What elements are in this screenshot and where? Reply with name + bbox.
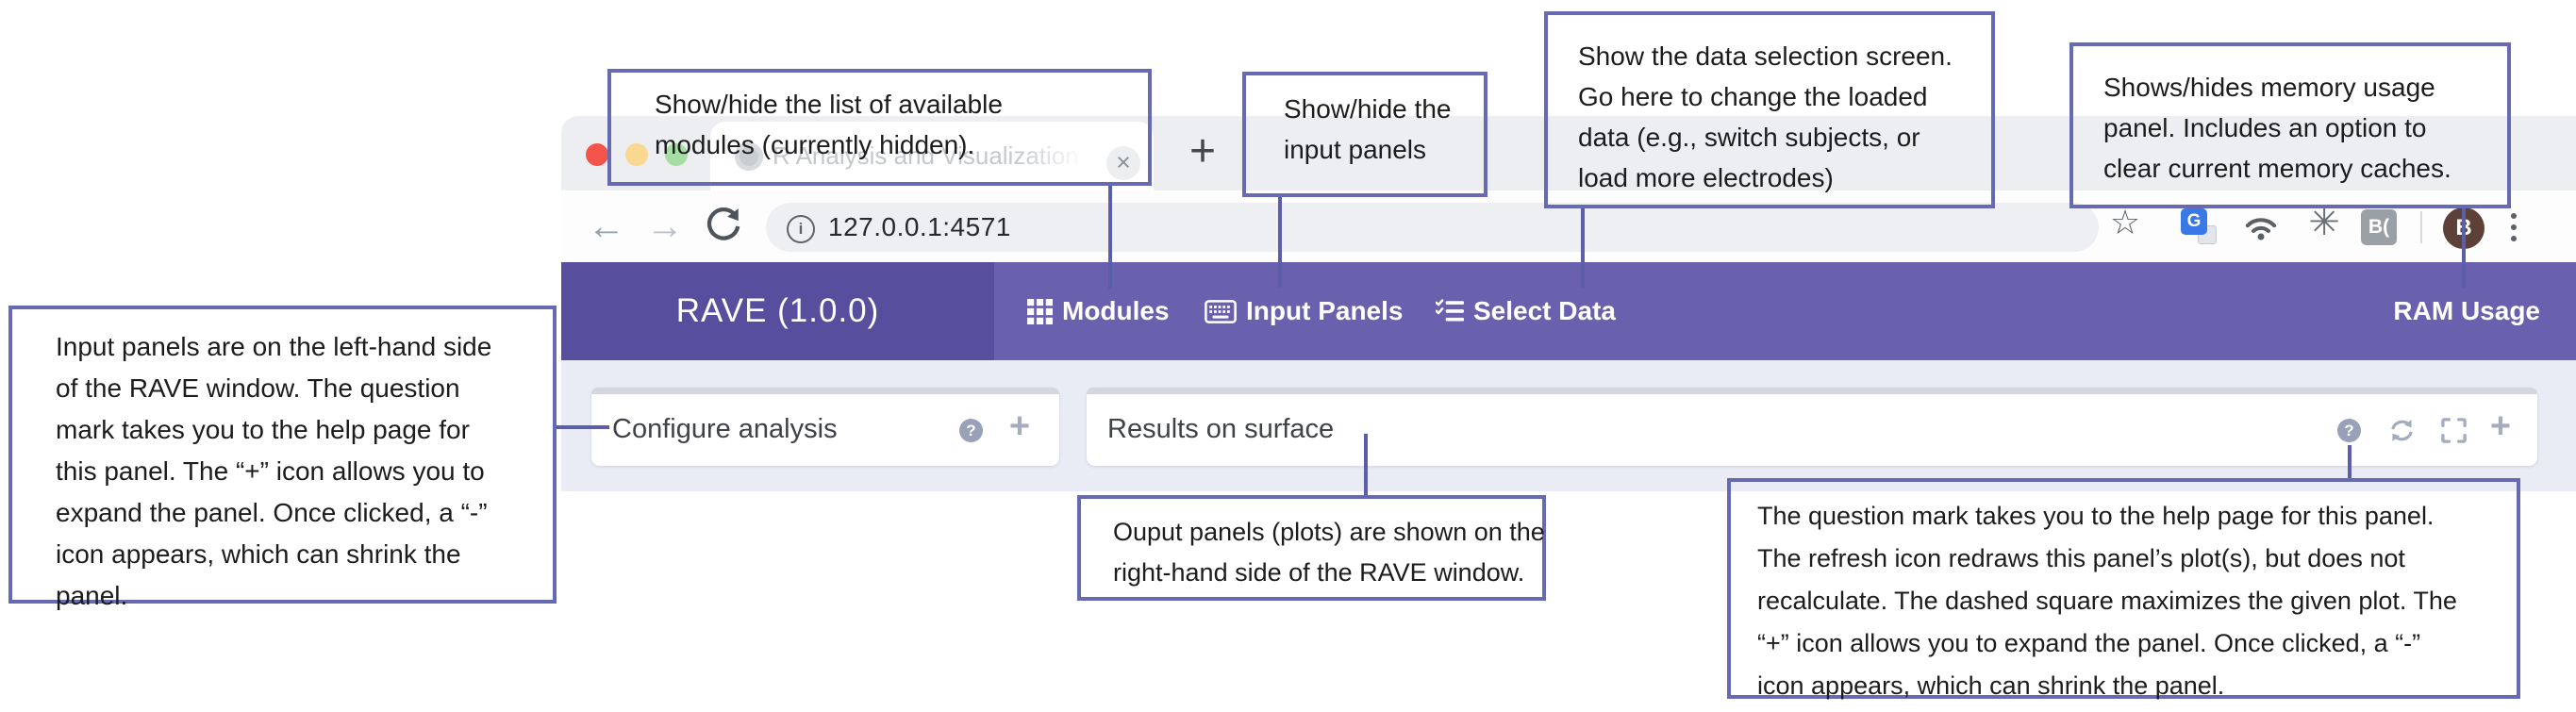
menu-ram-usage-label: RAM Usage (2393, 296, 2540, 325)
pinwheel-extension-icon[interactable]: ✳ (2308, 202, 2340, 243)
output-panel-title: Results on surface (1107, 414, 1335, 444)
forward-button[interactable]: → (646, 206, 684, 247)
connector-select-data (1581, 208, 1585, 288)
b-extension-icon[interactable]: B( (2361, 209, 2397, 245)
url-text: 127.0.0.1:4571 (828, 212, 1011, 241)
url-bar[interactable]: i 127.0.0.1:4571 (766, 203, 2099, 252)
output-help-icon[interactable]: ? (2337, 419, 2361, 442)
tab-close-icon[interactable]: × (1106, 146, 1140, 180)
output-maximize-icon[interactable] (2439, 416, 2468, 450)
traffic-light-close[interactable] (586, 143, 608, 166)
browser-window: R Analysis and Visualization of × + ← → … (561, 116, 2576, 491)
toolbar-divider (2420, 211, 2422, 243)
dashboard-content: Configure analysis ? + Results on surfac… (561, 360, 2576, 491)
connector-input-side (557, 425, 609, 429)
menu-input-panels-label: Input Panels (1246, 296, 1404, 325)
input-panel-title: Configure analysis (612, 414, 838, 444)
connector-output-side (1364, 434, 1368, 495)
wifi-extension-icon[interactable] (2242, 207, 2280, 245)
connector-output-icons (2348, 445, 2352, 478)
menu-ram-usage[interactable]: RAM Usage (2393, 262, 2540, 360)
panel-help-icon[interactable]: ? (959, 419, 983, 442)
menu-modules[interactable]: Modules (1027, 262, 1170, 360)
menu-modules-label: Modules (1062, 296, 1170, 325)
panel-expand-icon[interactable]: + (1008, 406, 1031, 446)
reload-icon (706, 207, 740, 240)
traffic-light-zoom[interactable] (665, 143, 688, 166)
callout-output-side: Ouput panels (plots) are shown on the ri… (1077, 495, 1546, 601)
keyboard-icon (1205, 299, 1237, 323)
select-data-list-icon (1436, 299, 1464, 322)
browser-tab[interactable]: R Analysis and Visualization of × (710, 122, 1154, 190)
callout-input-panels: Show/hide the input panels (1242, 72, 1487, 197)
connector-input-panels (1278, 197, 1282, 288)
callout-ram-usage: Shows/hides memory usage panel. Includes… (2069, 42, 2511, 208)
connector-ram-usage (2462, 208, 2466, 288)
tab-strip: R Analysis and Visualization of × + (561, 116, 2576, 190)
rave-favicon-icon (735, 142, 763, 171)
output-expand-icon[interactable]: + (2489, 406, 2512, 446)
input-panel-configure-analysis: Configure analysis ? + (591, 388, 1059, 466)
connector-modules (1108, 186, 1112, 290)
modules-grid-icon (1027, 298, 1053, 324)
tab-title-wrap: R Analysis and Visualization of (773, 122, 1084, 190)
brand-block: RAVE (1.0.0) (561, 262, 994, 360)
browser-menu-kebab-icon[interactable] (2510, 213, 2518, 243)
menu-select-data-label: Select Data (1473, 296, 1616, 325)
callout-input-side: Input panels are on the left-hand side o… (8, 306, 557, 610)
translate-g-square: G (2181, 208, 2207, 235)
site-info-icon[interactable]: i (787, 215, 815, 243)
callout-output-icons: The question mark takes you to the help … (1727, 478, 2520, 700)
output-refresh-icon[interactable] (2387, 416, 2417, 450)
menu-select-data[interactable]: Select Data (1436, 262, 1616, 360)
output-panel-results-on-surface: Results on surface ? (1087, 388, 2537, 466)
callout-modules: Show/hide the list of available modules … (607, 69, 1152, 186)
rave-header: RAVE (1.0.0) Modules (561, 262, 2576, 360)
callout-select-data: Show the data selection screen. Go here … (1544, 11, 1995, 208)
menu-input-panels[interactable]: Input Panels (1205, 262, 1403, 360)
traffic-light-minimize[interactable] (625, 143, 648, 166)
translate-extension-icon[interactable]: G (2181, 208, 2217, 244)
bookmark-star-icon[interactable]: ☆ (2109, 203, 2141, 241)
wifi-icon (2245, 218, 2277, 240)
app-title: RAVE (1.0.0) (675, 292, 880, 329)
reload-button[interactable] (699, 206, 748, 255)
back-button[interactable]: ← (588, 206, 625, 247)
new-tab-button[interactable]: + (1188, 126, 1217, 176)
